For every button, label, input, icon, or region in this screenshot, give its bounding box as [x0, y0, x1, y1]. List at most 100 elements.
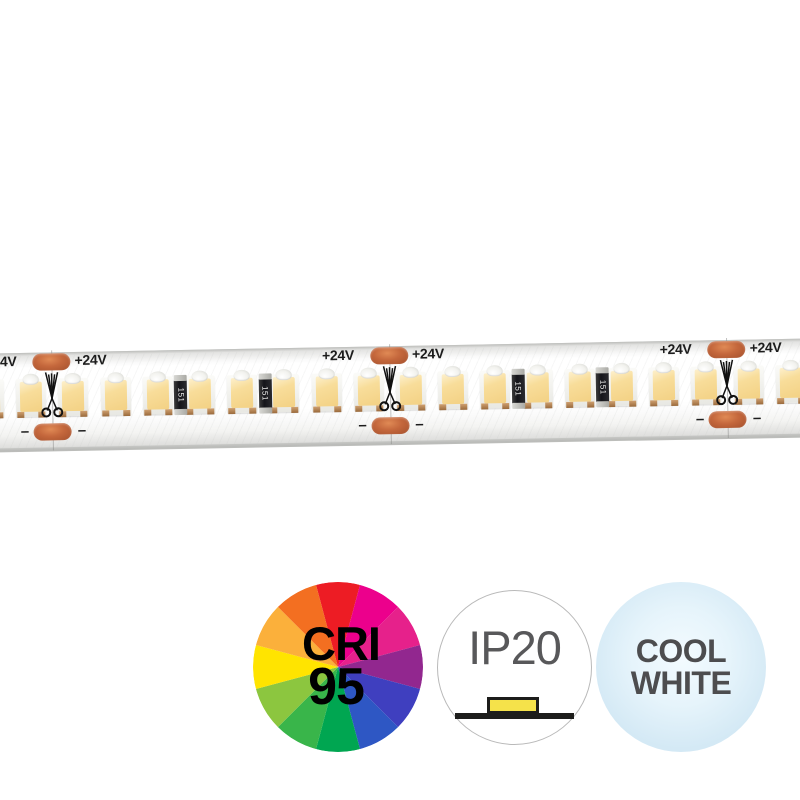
color-temperature-text: COOL WHITE	[596, 582, 766, 752]
led-phosphor	[230, 377, 254, 409]
negative-label-left: –	[695, 410, 705, 428]
led-pad-right	[671, 399, 679, 407]
led-pad-left	[692, 399, 700, 406]
led-pad-left	[228, 408, 236, 415]
led-phosphor	[399, 374, 423, 405]
resistor: 151	[258, 373, 273, 414]
led-pad-right	[207, 408, 215, 415]
color-temperature-line1: COOL	[635, 633, 727, 669]
led-phosphor	[357, 375, 381, 406]
led-pad-right	[122, 409, 130, 417]
led-phosphor	[568, 371, 591, 402]
resistor-cap-top	[595, 367, 609, 374]
scissors-icon	[716, 356, 739, 408]
voltage-label-left: +24V	[321, 346, 355, 364]
led-lens	[571, 363, 588, 375]
led-pad-right	[418, 404, 426, 411]
led-lens	[22, 373, 39, 385]
cri-label: CRI	[302, 617, 381, 671]
led-lens	[402, 366, 419, 378]
led-lens	[107, 372, 124, 384]
resistor-code: 151	[598, 379, 608, 395]
solder-pad-negative	[371, 416, 410, 435]
bare-strip-body	[487, 697, 539, 714]
led-strip: 151151151151151+24V+24V––+24V+24V––+24V+…	[0, 337, 800, 453]
negative-label-right: –	[77, 421, 87, 439]
led-lens	[529, 364, 546, 376]
resistor-code: 151	[176, 387, 186, 403]
negative-label-right: –	[752, 409, 762, 427]
resistor-cap-bottom	[258, 407, 273, 414]
led-pad-right	[249, 407, 257, 414]
led-pad-left	[101, 410, 109, 417]
led-pad-right	[629, 400, 637, 407]
scissors-icon	[41, 368, 64, 420]
led-phosphor	[188, 378, 212, 409]
led-phosphor	[694, 369, 718, 400]
color-temperature-badge: COOL WHITE	[596, 582, 766, 752]
resistor-code: 151	[513, 381, 523, 397]
led-pad-right	[460, 403, 468, 410]
cri-badge: CRI 95	[253, 582, 423, 752]
led-chip	[606, 362, 638, 409]
led-phosphor	[104, 380, 127, 411]
led-pad-left	[776, 397, 785, 405]
led-chip	[142, 371, 174, 417]
bare-strip-base	[455, 713, 574, 719]
led-pad-left	[439, 404, 447, 411]
led-pad-right	[291, 406, 299, 413]
solder-pad-negative	[708, 410, 748, 429]
led-chip	[226, 369, 258, 416]
led-pad-right	[586, 401, 595, 408]
feature-badges: CRI 95 IP20 COOL WHITE	[0, 582, 800, 762]
led-chip	[479, 365, 511, 411]
led-chip	[564, 363, 596, 409]
color-temperature-line2: WHITE	[630, 665, 732, 701]
led-chip	[184, 370, 216, 416]
resistor-cap-top	[511, 368, 525, 375]
led-phosphor	[779, 367, 800, 399]
led-lens	[318, 368, 335, 380]
negative-label-right: –	[415, 415, 424, 433]
led-lens	[486, 365, 504, 377]
led-lens	[613, 362, 630, 375]
led-strip-pcb: 151151151151151+24V+24V––+24V+24V––+24V+…	[0, 330, 800, 457]
led-phosphor	[652, 369, 676, 401]
resistor-cap-top	[173, 374, 188, 382]
led-lens	[655, 362, 672, 374]
led-phosphor	[62, 380, 85, 412]
bare-strip-icon	[455, 693, 574, 719]
led-pad-left	[481, 403, 489, 410]
led-pad-left	[312, 406, 320, 413]
led-lens	[275, 368, 293, 381]
solder-pad-negative	[33, 423, 72, 441]
voltage-label-left: +24V	[0, 353, 17, 370]
voltage-label-right: +24V	[749, 339, 782, 356]
cri-badge-text: CRI 95	[253, 582, 423, 752]
led-chip	[775, 359, 800, 406]
led-phosphor	[441, 373, 465, 405]
led-pad-left	[650, 400, 658, 407]
led-lens	[233, 369, 250, 382]
negative-label-left: –	[20, 422, 30, 440]
resistor: 151	[511, 368, 526, 409]
cool-white-disc	[596, 582, 766, 752]
led-phosphor	[19, 381, 43, 412]
led-pad-left	[17, 411, 25, 419]
led-lens	[191, 370, 208, 382]
led-lens	[444, 365, 461, 378]
strip-components: 151151151151151+24V+24V––+24V+24V––+24V+…	[0, 330, 800, 451]
ip-badge-ring	[437, 590, 592, 745]
ip-rating-badge: IP20	[437, 590, 592, 745]
led-pad-right	[165, 409, 173, 416]
led-lens	[697, 361, 715, 373]
resistor-cap-bottom	[512, 402, 526, 409]
led-phosphor	[526, 372, 549, 403]
resistor-cap-bottom	[174, 408, 188, 416]
led-phosphor	[315, 376, 338, 407]
led-pad-right	[502, 402, 510, 410]
led-chip	[311, 368, 342, 414]
led-chip	[100, 372, 131, 418]
voltage-label-right: +24V	[411, 345, 445, 362]
